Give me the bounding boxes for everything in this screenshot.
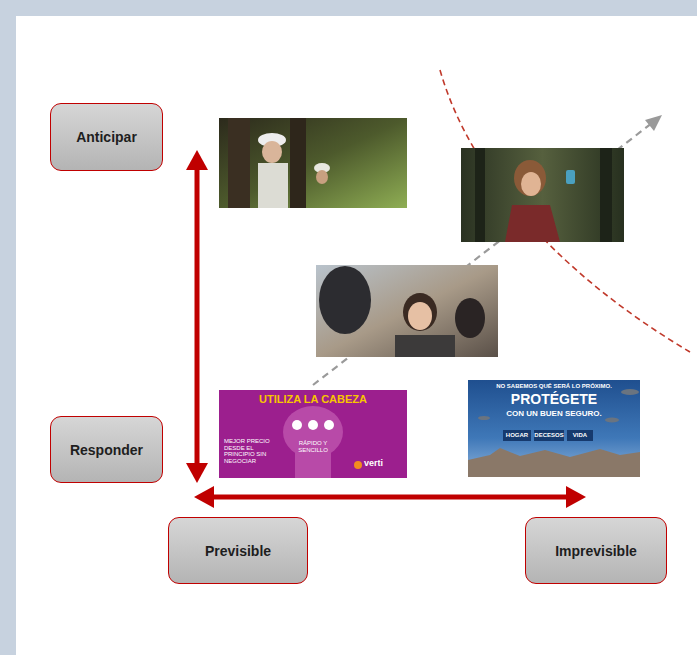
boundary-curve xyxy=(440,70,690,352)
ad-text: NO SABEMOS QUÉ SERÁ LO PRÓXIMO. xyxy=(470,383,638,390)
clothes xyxy=(395,335,455,357)
person-back xyxy=(319,266,371,334)
face xyxy=(408,302,432,330)
ad-blue xyxy=(468,380,640,477)
shirt xyxy=(258,163,288,208)
photo-forest-boys xyxy=(219,118,407,208)
head-silhouette xyxy=(295,452,331,478)
ad-ground xyxy=(468,380,640,477)
tree-trunk xyxy=(475,148,485,242)
axis-label: Previsible xyxy=(197,543,279,559)
face xyxy=(316,170,328,184)
axis-label: Anticipar xyxy=(68,129,145,145)
photo-selfie xyxy=(316,265,498,357)
ad-ground xyxy=(219,390,407,478)
axis-label-box: Imprevisible xyxy=(525,517,667,584)
hair xyxy=(514,160,546,196)
option-box xyxy=(567,430,593,441)
hair xyxy=(455,298,485,338)
photo-forest-woman xyxy=(461,148,624,242)
option-box xyxy=(534,430,564,441)
ad-text: MEJOR PRECIO DESDE EL PRINCIPIO SIN NEGO… xyxy=(224,438,282,464)
axis-arrowhead xyxy=(194,486,214,508)
axis-label-box: Responder xyxy=(50,416,163,483)
ufo xyxy=(621,389,639,395)
icon xyxy=(292,420,302,430)
tree-trunk xyxy=(228,118,250,208)
face xyxy=(262,141,282,163)
ad-text: verti xyxy=(364,459,398,469)
axis-label: Responder xyxy=(62,442,151,458)
ad-text: PROTÉGETE xyxy=(470,392,638,407)
photo-ground xyxy=(316,265,498,357)
photo-ground xyxy=(219,118,407,208)
ad-text: VIDA xyxy=(567,432,593,439)
ad-text: RÁPIDO Y SENCILLO xyxy=(284,440,342,453)
icon xyxy=(324,420,334,430)
ufo xyxy=(478,416,490,420)
photo-ground xyxy=(461,148,624,242)
city xyxy=(468,448,640,477)
phone xyxy=(566,170,575,184)
frame-strip xyxy=(0,0,16,655)
frame-strip xyxy=(0,0,697,16)
axis-arrowhead xyxy=(186,150,208,170)
tree-trunk xyxy=(290,118,306,208)
head-silhouette xyxy=(283,406,343,458)
axis-label-box: Previsible xyxy=(168,517,308,584)
tree-trunk xyxy=(600,148,612,242)
axis-label: Imprevisible xyxy=(547,543,645,559)
ufo xyxy=(605,418,619,423)
ad-text: CON UN BUEN SEGURO. xyxy=(470,410,638,419)
ad-text: UTILIZA LA CABEZA xyxy=(222,393,404,405)
hair xyxy=(403,293,437,331)
ad-purple xyxy=(219,390,407,478)
jacket xyxy=(505,205,560,242)
axis-arrowhead xyxy=(566,486,586,508)
logo-mark xyxy=(354,461,362,469)
axis-line xyxy=(210,495,570,500)
axis-arrowhead xyxy=(186,463,208,483)
axis-label-box: Anticipar xyxy=(50,103,163,171)
option-box xyxy=(503,430,531,441)
ad-text: HOGAR xyxy=(503,432,531,439)
icon xyxy=(308,420,318,430)
ad-text: DECESOS xyxy=(534,432,564,439)
face xyxy=(521,172,541,196)
trend-arrowhead xyxy=(645,115,662,131)
axis-line xyxy=(195,166,200,466)
